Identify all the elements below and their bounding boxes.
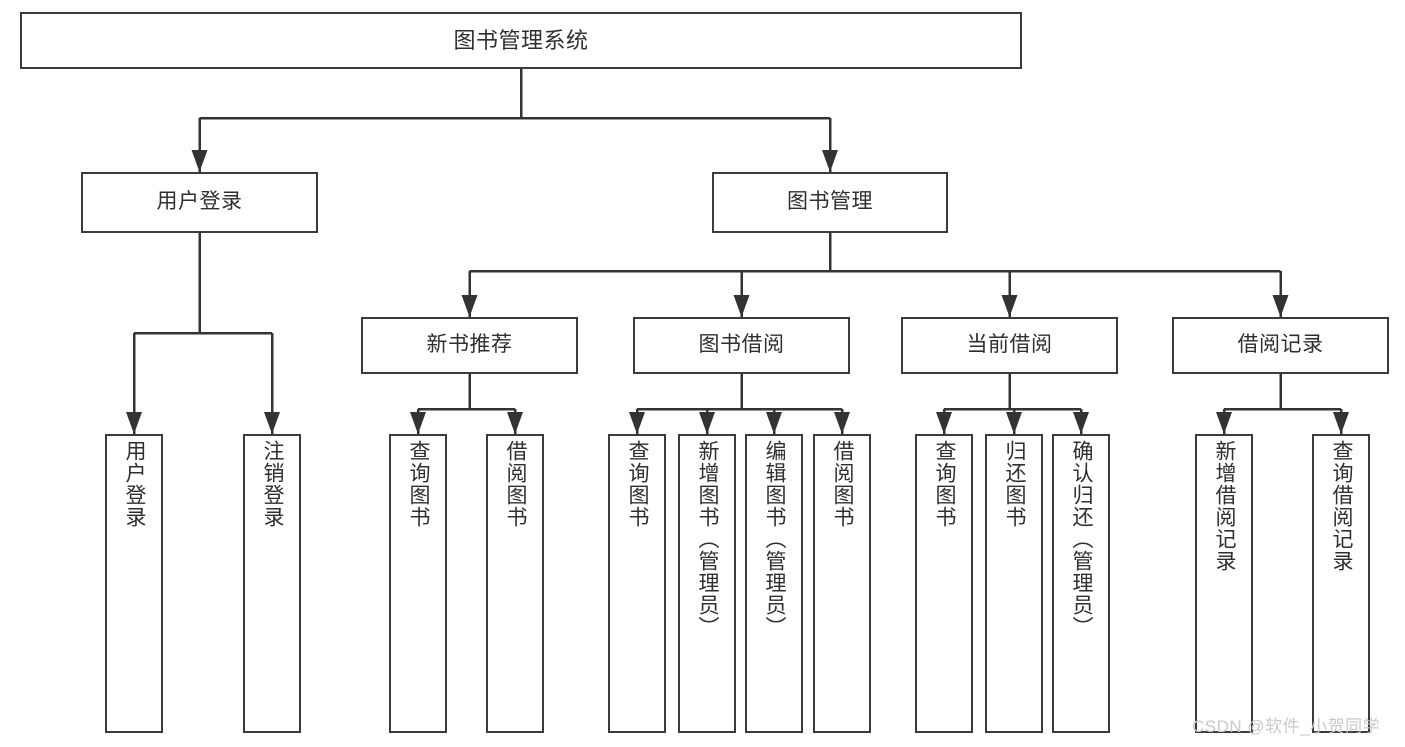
- arrowhead-icon: [766, 412, 782, 434]
- node-book-borrow: 图书借阅: [633, 317, 850, 374]
- node-label-leaf-borrow-book-2: 借阅图书: [831, 440, 855, 528]
- node-label-leaf-query-record: 查询借阅记录: [1330, 440, 1354, 572]
- node-current-borrow: 当前借阅: [901, 317, 1118, 374]
- arrowhead-icon: [191, 150, 208, 172]
- node-leaf-query-book-2: 查询图书: [608, 434, 666, 733]
- arrowhead-icon: [699, 412, 715, 434]
- arrowhead-icon: [461, 295, 478, 317]
- arrowhead-icon: [629, 412, 645, 434]
- node-root: 图书管理系统: [20, 12, 1022, 69]
- node-leaf-confirm-return: 确认归还（管理员）: [1052, 434, 1110, 733]
- node-book-manage: 图书管理: [712, 172, 948, 233]
- node-leaf-user-login: 用户登录: [105, 434, 163, 733]
- node-label-user-login: 用户登录: [156, 190, 243, 214]
- node-label-leaf-logout: 注销登录: [261, 440, 285, 528]
- node-leaf-borrow-book-2: 借阅图书: [813, 434, 871, 733]
- node-label-leaf-query-book-1: 查询图书: [407, 440, 431, 528]
- node-leaf-add-record: 新增借阅记录: [1195, 434, 1253, 733]
- node-leaf-logout: 注销登录: [243, 434, 301, 733]
- arrowhead-icon: [1073, 412, 1089, 434]
- node-label-current-borrow: 当前借阅: [966, 333, 1053, 357]
- arrowhead-icon: [264, 412, 280, 434]
- node-label-leaf-add-book: 新增图书（管理员）: [696, 440, 720, 638]
- node-leaf-add-book: 新增图书（管理员）: [678, 434, 736, 733]
- node-label-leaf-confirm-return: 确认归还（管理员）: [1070, 440, 1094, 638]
- arrowhead-icon: [1333, 412, 1349, 434]
- node-label-leaf-user-login: 用户登录: [123, 440, 147, 528]
- node-label-leaf-return-book: 归还图书: [1003, 440, 1027, 528]
- node-leaf-query-book-3: 查询图书: [915, 434, 973, 733]
- node-label-book-borrow: 图书借阅: [698, 333, 785, 357]
- node-label-borrow-record: 借阅记录: [1237, 333, 1324, 357]
- arrowhead-icon: [1272, 295, 1289, 317]
- arrowhead-icon: [733, 295, 750, 317]
- arrowhead-icon: [126, 412, 142, 434]
- node-leaf-query-book-1: 查询图书: [389, 434, 447, 733]
- node-leaf-borrow-book-1: 借阅图书: [486, 434, 544, 733]
- node-label-root: 图书管理系统: [453, 27, 589, 53]
- node-label-leaf-borrow-book-1: 借阅图书: [504, 440, 528, 528]
- arrowhead-icon: [936, 412, 952, 434]
- arrowhead-icon: [834, 412, 850, 434]
- csdn-watermark: CSDN @软件_小贺同学: [1192, 717, 1381, 736]
- connector-lines: [126, 69, 1349, 434]
- node-label-book-manage: 图书管理: [787, 190, 873, 214]
- node-label-leaf-query-book-2: 查询图书: [626, 440, 650, 528]
- node-label-leaf-query-book-3: 查询图书: [933, 440, 957, 528]
- node-leaf-query-record: 查询借阅记录: [1312, 434, 1370, 733]
- node-label-new-book-recommend: 新书推荐: [426, 333, 513, 357]
- arrowhead-icon: [1001, 295, 1018, 317]
- node-leaf-edit-book: 编辑图书（管理员）: [745, 434, 803, 733]
- node-label-leaf-add-record: 新增借阅记录: [1213, 440, 1237, 572]
- arrowhead-icon: [1006, 412, 1022, 434]
- node-new-book-recommend: 新书推荐: [361, 317, 578, 374]
- arrowhead-icon: [507, 412, 523, 434]
- node-user-login: 用户登录: [81, 172, 318, 233]
- node-leaf-return-book: 归还图书: [985, 434, 1043, 733]
- arrowhead-icon: [1216, 412, 1232, 434]
- node-borrow-record: 借阅记录: [1172, 317, 1389, 374]
- arrowhead-icon: [410, 412, 426, 434]
- arrowhead-icon: [822, 150, 838, 172]
- node-label-leaf-edit-book: 编辑图书（管理员）: [763, 440, 787, 638]
